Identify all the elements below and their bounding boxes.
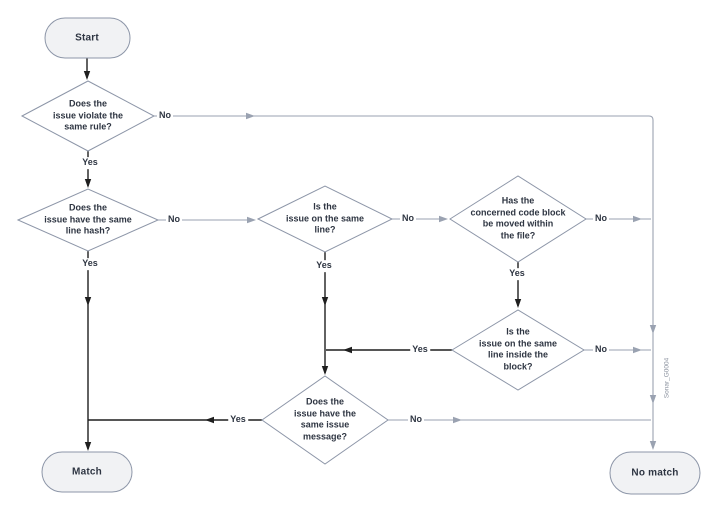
decision-line-hash bbox=[16, 188, 160, 252]
arrowhead bbox=[84, 297, 92, 306]
arrowhead bbox=[205, 416, 214, 424]
edge-label-line-in-block-no: No bbox=[593, 344, 609, 356]
arrowhead bbox=[633, 215, 642, 223]
arrowhead bbox=[649, 441, 657, 450]
arrowhead bbox=[84, 179, 92, 188]
watermark-label: Sonar_G0004 bbox=[663, 357, 671, 399]
decision-same-message bbox=[261, 375, 389, 465]
start-node bbox=[44, 17, 131, 59]
arrowhead bbox=[649, 325, 657, 334]
arrowhead bbox=[514, 299, 522, 308]
decision-violate-rule bbox=[20, 80, 156, 152]
arrowhead bbox=[246, 112, 255, 120]
decision-line-in-block-text: Is the issue on the same line inside the… bbox=[478, 326, 558, 372]
decision-line-hash-text: Does the issue have the same line hash? bbox=[44, 202, 132, 236]
arrowhead bbox=[633, 346, 642, 354]
decision-same-line bbox=[256, 185, 394, 253]
edge-label-same-message-no: No bbox=[408, 414, 424, 426]
arrowhead bbox=[247, 216, 256, 224]
no-match-node bbox=[609, 451, 701, 495]
match-node bbox=[41, 451, 133, 493]
decision-block-moved-text: Has the concerned code block be moved wi… bbox=[470, 195, 566, 241]
arrowhead bbox=[453, 416, 462, 424]
edge-label-line-hash-no: No bbox=[166, 214, 182, 226]
arrowhead bbox=[439, 215, 448, 223]
decision-block-moved bbox=[449, 175, 587, 263]
decision-same-message-text: Does the issue have the same issue messa… bbox=[293, 396, 357, 442]
edge-label-line-hash-yes: Yes bbox=[80, 258, 100, 270]
arrowhead bbox=[84, 442, 92, 451]
arrowhead bbox=[321, 366, 329, 375]
edge-label-same-line-no: No bbox=[400, 213, 416, 225]
start-label: Start bbox=[75, 32, 99, 44]
edge-label-violate-rule-no: No bbox=[157, 110, 173, 122]
arrowhead bbox=[83, 71, 91, 80]
arrowhead bbox=[321, 297, 329, 306]
decision-line-in-block bbox=[451, 309, 585, 391]
arrowhead bbox=[649, 395, 657, 404]
edge-label-violate-rule-yes: Yes bbox=[80, 157, 100, 169]
edge-label-line-in-block-yes: Yes bbox=[410, 344, 430, 356]
edge-label-block-moved-no: No bbox=[593, 213, 609, 225]
match-label: Match bbox=[72, 466, 102, 478]
no-match-label: No match bbox=[631, 467, 679, 479]
edge-label-same-message-yes: Yes bbox=[228, 414, 248, 426]
decision-same-line-text: Is the issue on the same line? bbox=[285, 201, 365, 235]
decision-violate-rule-text: Does the issue violate the same rule? bbox=[52, 98, 124, 132]
edge-label-same-line-yes: Yes bbox=[314, 260, 334, 272]
arrowhead bbox=[343, 346, 352, 354]
edge-violate-rule-no-to-no-match bbox=[154, 115, 654, 446]
edge-label-block-moved-yes: Yes bbox=[507, 268, 527, 280]
